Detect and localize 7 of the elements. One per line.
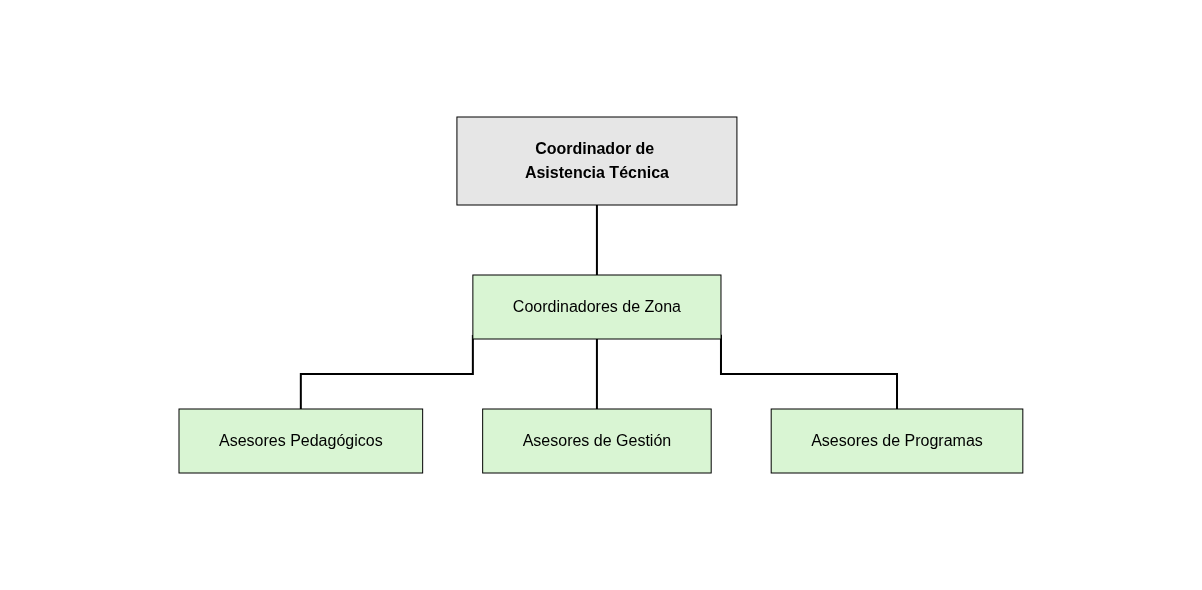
connector (596, 204, 598, 276)
node-box: Asesores Pedagógicos (178, 408, 424, 474)
node-box: Coordinadores de Zona (472, 274, 722, 340)
connector (596, 338, 598, 410)
node-box: Coordinador de Asistencia Técnica (456, 116, 738, 206)
node-box: Asesores de Programas (770, 408, 1024, 474)
node-box: Asesores de Gestión (482, 408, 712, 474)
